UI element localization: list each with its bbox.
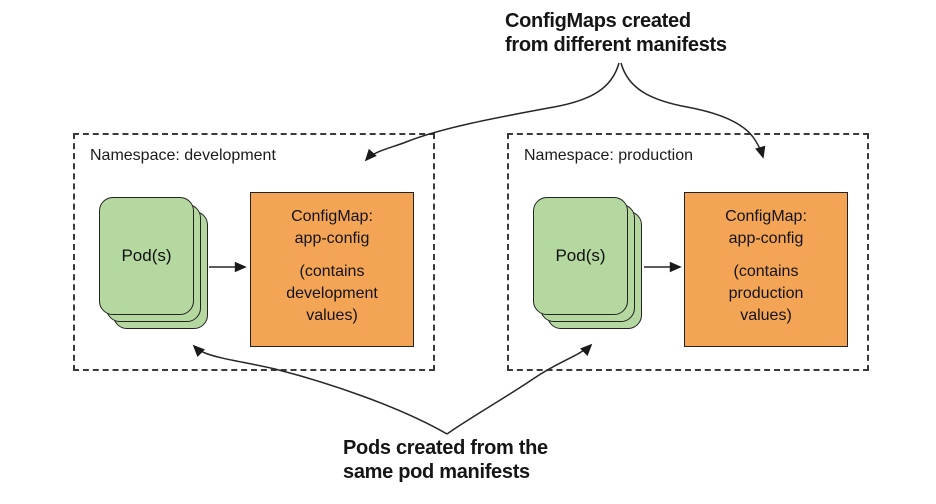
configmap-title: ConfigMap: app-config (251, 206, 413, 250)
configmap-desc-line2: production (728, 285, 804, 302)
configmap-description: (contains production values) (685, 261, 847, 327)
namespace-label-production: Namespace: production (524, 147, 693, 164)
configmap-desc-line3: values) (740, 307, 792, 324)
configmap-desc-line1: (contains (299, 263, 365, 280)
namespace-label-development: Namespace: development (90, 147, 276, 164)
configmap-title-line1: ConfigMap: (725, 208, 807, 225)
namespace-box-development: Namespace: development Pod(s) ConfigMap:… (73, 133, 435, 371)
configmap-title-line2: app-config (728, 230, 804, 247)
configmap-box-development: ConfigMap: app-config (contains developm… (250, 192, 414, 347)
configmap-desc-line1: (contains (733, 263, 799, 280)
configmap-desc-line3: values) (306, 307, 358, 324)
configmap-title-line1: ConfigMap: (291, 208, 373, 225)
bottom-annotation-line1: Pods created from the (343, 437, 548, 459)
pod-card-front: Pod(s) (533, 197, 628, 315)
configmap-box-production: ConfigMap: app-config (contains producti… (684, 192, 848, 347)
pod-stack-development: Pod(s) (99, 197, 209, 330)
pod-card-front: Pod(s) (99, 197, 194, 315)
bottom-annotation: Pods created from the same pod manifests (343, 436, 548, 484)
namespace-box-production: Namespace: production Pod(s) ConfigMap: … (507, 133, 869, 371)
configmap-title: ConfigMap: app-config (685, 206, 847, 250)
configmap-description: (contains development values) (251, 261, 413, 327)
top-annotation: ConfigMaps created from different manife… (505, 9, 727, 57)
pod-label: Pod(s) (121, 246, 172, 265)
pod-stack-production: Pod(s) (533, 197, 643, 330)
top-annotation-line2: from different manifests (505, 34, 727, 56)
top-annotation-line1: ConfigMaps created (505, 10, 691, 32)
configmap-title-line2: app-config (294, 230, 370, 247)
pod-label: Pod(s) (555, 246, 606, 265)
configmap-desc-line2: development (286, 285, 378, 302)
bottom-annotation-line2: same pod manifests (343, 461, 530, 483)
